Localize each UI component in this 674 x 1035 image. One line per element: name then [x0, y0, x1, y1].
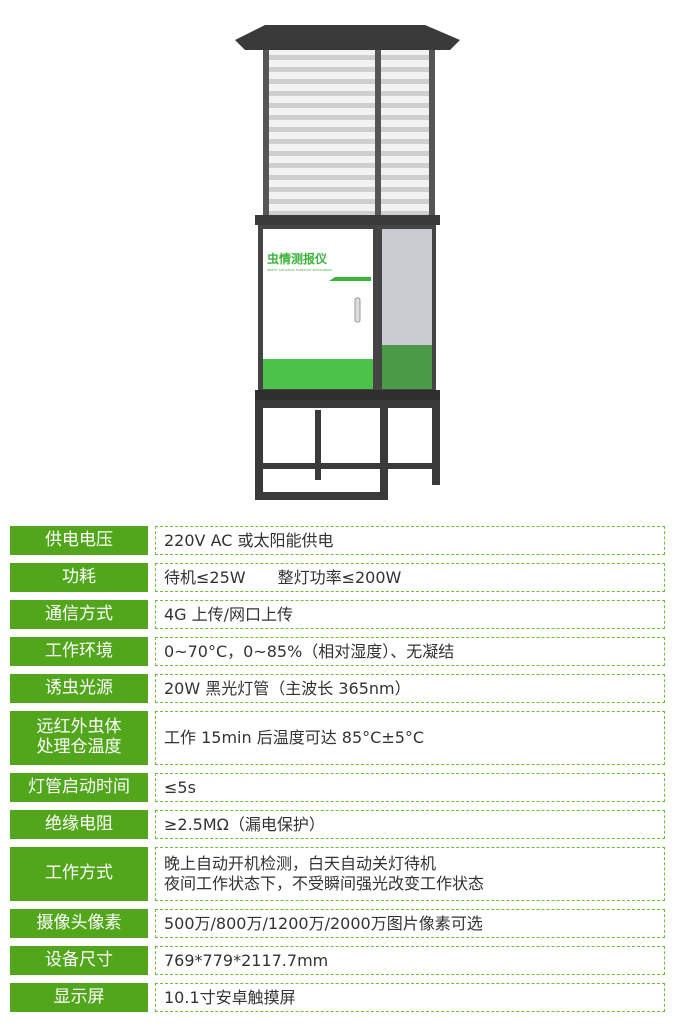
spec-label: 供电电压: [10, 526, 148, 555]
louver: [265, 67, 433, 72]
panel-subtitle: INSECT SITUATION FORECAST INSTRUMENT: [267, 268, 333, 272]
spec-row: 设备尺寸 769*779*2117.7mm: [10, 946, 665, 975]
spec-label: 工作方式: [10, 847, 148, 901]
spec-value: 4G 上传/网口上传: [155, 600, 665, 629]
spec-row: 诱虫光源 20W 黑光灯管（主波长 365nm）: [10, 674, 665, 703]
louver: [265, 103, 433, 108]
spec-value: 500万/800万/1200万/2000万图片像素可选: [155, 909, 665, 938]
spec-value: 晚上自动开机检测，白天自动关灯待机夜间工作状态下，不受瞬间强光改变工作状态: [155, 847, 665, 901]
spec-row: 工作方式晚上自动开机检测，白天自动关灯待机夜间工作状态下，不受瞬间强光改变工作状…: [10, 847, 665, 901]
spec-label: 设备尺寸: [10, 946, 148, 975]
louver: [265, 163, 433, 168]
spec-value: 0~70°C，0~85%（相对湿度）、无凝结: [155, 637, 665, 666]
spec-row: 显示屏 10.1寸安卓触摸屏: [10, 983, 665, 1012]
spec-value-line: 0~70°C，0~85%（相对湿度）、无凝结: [164, 641, 455, 661]
spec-value-line: 220V AC 或太阳能供电: [164, 530, 334, 550]
louver: [265, 175, 433, 180]
spec-label: 绝缘电阻: [10, 810, 148, 839]
spec-value-line: 500万/800万/1200万/2000万图片像素可选: [164, 913, 483, 933]
spec-label: 显示屏: [10, 983, 148, 1012]
louver: [265, 151, 433, 156]
spec-row: 远红外虫体处理仓温度工作 15min 后温度可达 85°C±5°C: [10, 711, 665, 765]
spec-value-line: 夜间工作状态下，不受瞬间强光改变工作状态: [164, 874, 485, 893]
spec-value: 769*779*2117.7mm: [155, 946, 665, 975]
spec-value-line: ≤5s: [164, 777, 196, 797]
spec-row: 工作环境 0~70°C，0~85%（相对湿度）、无凝结: [10, 637, 665, 666]
spec-label: 工作环境: [10, 637, 148, 666]
spec-value: 10.1寸安卓触摸屏: [155, 983, 665, 1012]
spec-value: 待机≤25W 整灯功率≤200W: [155, 563, 665, 592]
spec-label: 摄像头像素: [10, 909, 148, 938]
spec-value-line: ≥2.5MΩ（漏电保护）: [164, 814, 325, 834]
spec-label: 远红外虫体处理仓温度: [10, 711, 148, 765]
spec-row: 绝缘电阻 ≥2.5MΩ（漏电保护）: [10, 810, 665, 839]
louver: [265, 55, 433, 60]
spec-value: ≥2.5MΩ（漏电保护）: [155, 810, 665, 839]
spec-value-line: 4G 上传/网口上传: [164, 604, 294, 624]
spec-value-line: 工作 15min 后温度可达 85°C±5°C: [164, 728, 425, 747]
spec-label: 功耗: [10, 563, 148, 592]
product-image: 虫情测报仪 INSECT SITUATION FORECAST INSTRUME…: [225, 5, 465, 505]
spec-value-line: 769*779*2117.7mm: [164, 950, 329, 970]
panel-title: 虫情测报仪: [267, 251, 328, 266]
louver: [265, 199, 433, 204]
spec-value-line: 晚上自动开机检测，白天自动关灯待机: [164, 854, 437, 873]
spec-value: 20W 黑光灯管（主波长 365nm）: [155, 674, 665, 703]
spec-label: 诱虫光源: [10, 674, 148, 703]
louver: [265, 115, 433, 120]
spec-row: 通信方式 4G 上传/网口上传: [10, 600, 665, 629]
spec-value: ≤5s: [155, 773, 665, 802]
spec-row: 供电电压 220V AC 或太阳能供电: [10, 526, 665, 555]
louver: [265, 127, 433, 132]
spec-value: 工作 15min 后温度可达 85°C±5°C: [155, 711, 665, 765]
spec-row: 灯管启动时间 ≤5s: [10, 773, 665, 802]
spec-value-line: 20W 黑光灯管（主波长 365nm）: [164, 678, 411, 698]
spec-value-line: 待机≤25W 整灯功率≤200W: [164, 567, 402, 587]
louver: [265, 79, 433, 84]
spec-label: 通信方式: [10, 600, 148, 629]
louver: [265, 187, 433, 192]
louver: [265, 211, 433, 216]
door-handle: [354, 297, 361, 323]
spec-label: 灯管启动时间: [10, 773, 148, 802]
spec-value: 220V AC 或太阳能供电: [155, 526, 665, 555]
spec-row: 摄像头像素 500万/800万/1200万/2000万图片像素可选: [10, 909, 665, 938]
spec-value-line: 10.1寸安卓触摸屏: [164, 987, 296, 1007]
louver: [265, 91, 433, 96]
spec-row: 功耗待机≤25W 整灯功率≤200W: [10, 563, 665, 592]
louver: [265, 139, 433, 144]
